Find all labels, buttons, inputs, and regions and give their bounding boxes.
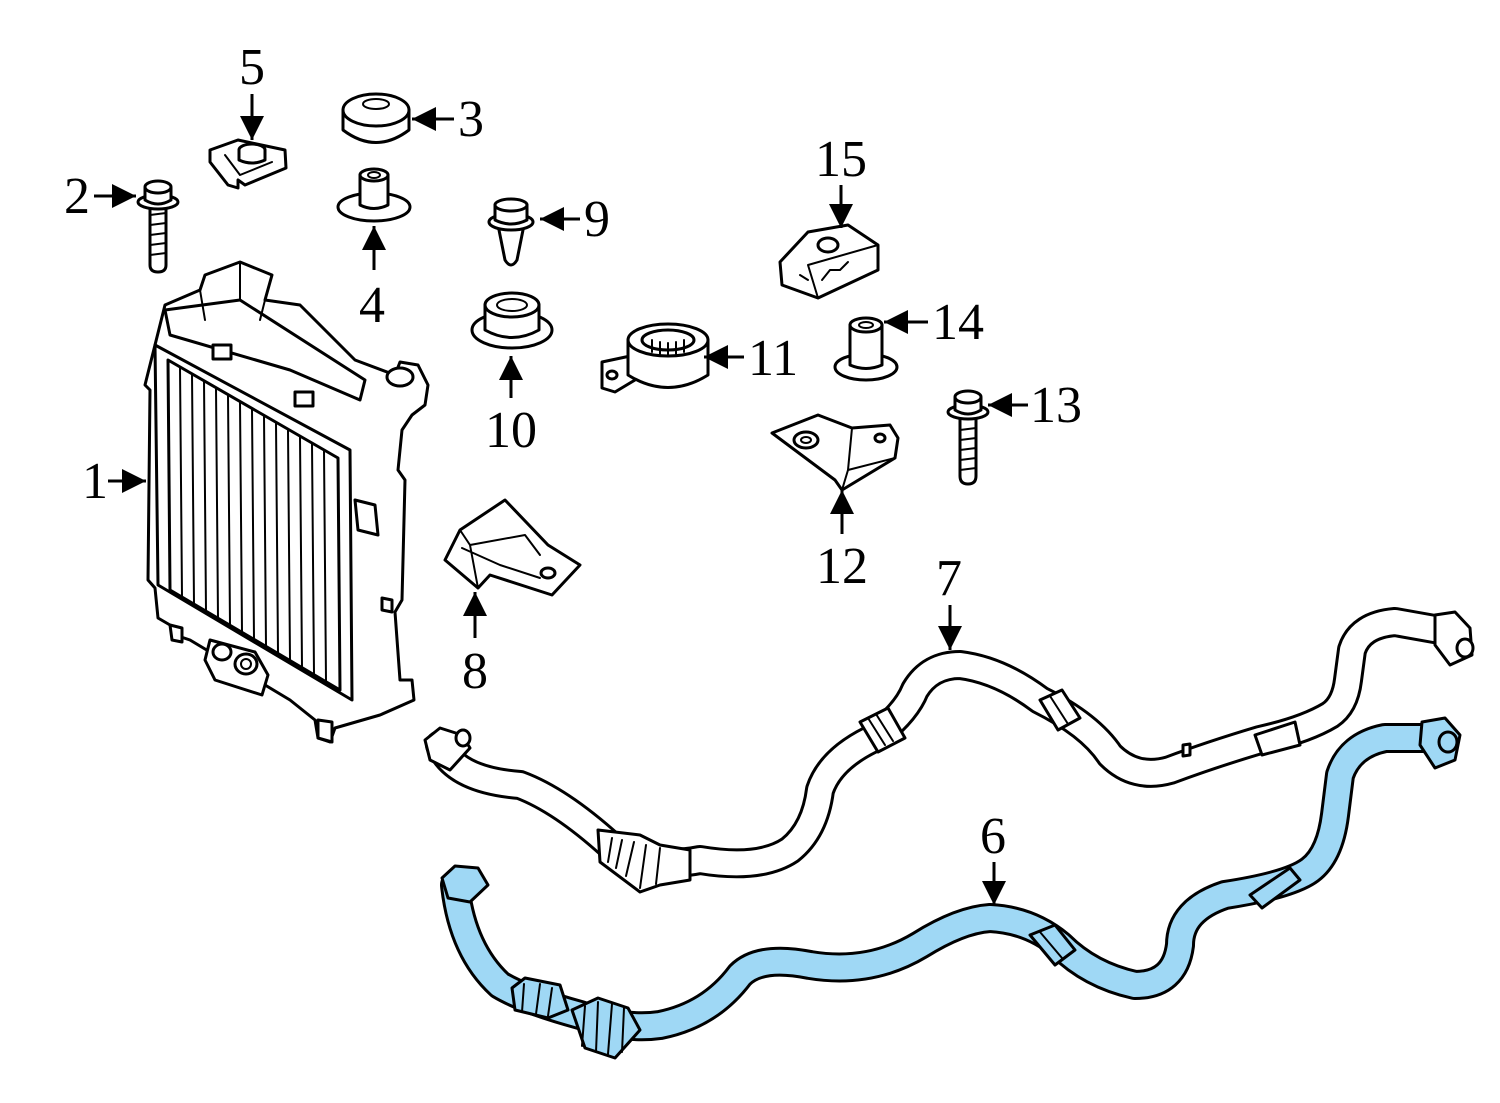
svg-text:5: 5	[239, 39, 265, 96]
svg-text:8: 8	[462, 643, 488, 700]
callout-2: 2	[64, 168, 136, 225]
bracket-part-12[interactable]	[770, 413, 900, 492]
callout-9: 9	[540, 191, 610, 248]
callout-6: 6	[980, 808, 1006, 905]
bracket-part-8[interactable]	[443, 498, 582, 597]
clip-part-15[interactable]	[778, 223, 880, 300]
callout-7: 7	[936, 550, 962, 650]
svg-text:11: 11	[748, 330, 798, 387]
callout-1: 1	[82, 453, 146, 510]
svg-text:12: 12	[816, 538, 868, 595]
svg-text:4: 4	[359, 277, 385, 334]
bushing-part-4[interactable]	[336, 167, 412, 223]
clamp-part-11[interactable]	[600, 322, 710, 394]
svg-text:2: 2	[64, 168, 90, 225]
callout-4: 4	[359, 226, 386, 334]
hose-part-6[interactable]	[440, 716, 1462, 1060]
grommet-part-3[interactable]	[341, 92, 411, 144]
callout-14: 14	[884, 294, 984, 351]
bushing-part-14[interactable]	[833, 316, 899, 382]
oil-cooler-part-1[interactable]	[143, 260, 430, 744]
clip-part-5[interactable]	[208, 138, 288, 190]
svg-text:7: 7	[936, 550, 962, 607]
callout-10: 10	[485, 356, 537, 459]
push-pin-part-9[interactable]	[487, 197, 535, 267]
bolt-part-13[interactable]	[946, 389, 990, 486]
callout-12: 12	[816, 490, 868, 595]
svg-text:15: 15	[815, 131, 867, 188]
svg-text:3: 3	[458, 91, 484, 148]
svg-text:6: 6	[980, 808, 1006, 865]
callout-5: 5	[239, 39, 265, 140]
svg-text:14: 14	[932, 294, 984, 351]
callout-13: 13	[988, 377, 1082, 434]
svg-text:9: 9	[584, 191, 610, 248]
bolt-part-2[interactable]	[136, 179, 180, 274]
callout-11: 11	[704, 330, 798, 387]
svg-text:10: 10	[485, 402, 537, 459]
callout-8: 8	[462, 592, 488, 700]
svg-text:13: 13	[1030, 377, 1082, 434]
grommet-part-10[interactable]	[470, 291, 554, 350]
callout-15: 15	[815, 131, 867, 228]
svg-text:1: 1	[82, 453, 108, 510]
callout-3: 3	[412, 91, 484, 148]
hose-part-7[interactable]	[423, 607, 1475, 894]
